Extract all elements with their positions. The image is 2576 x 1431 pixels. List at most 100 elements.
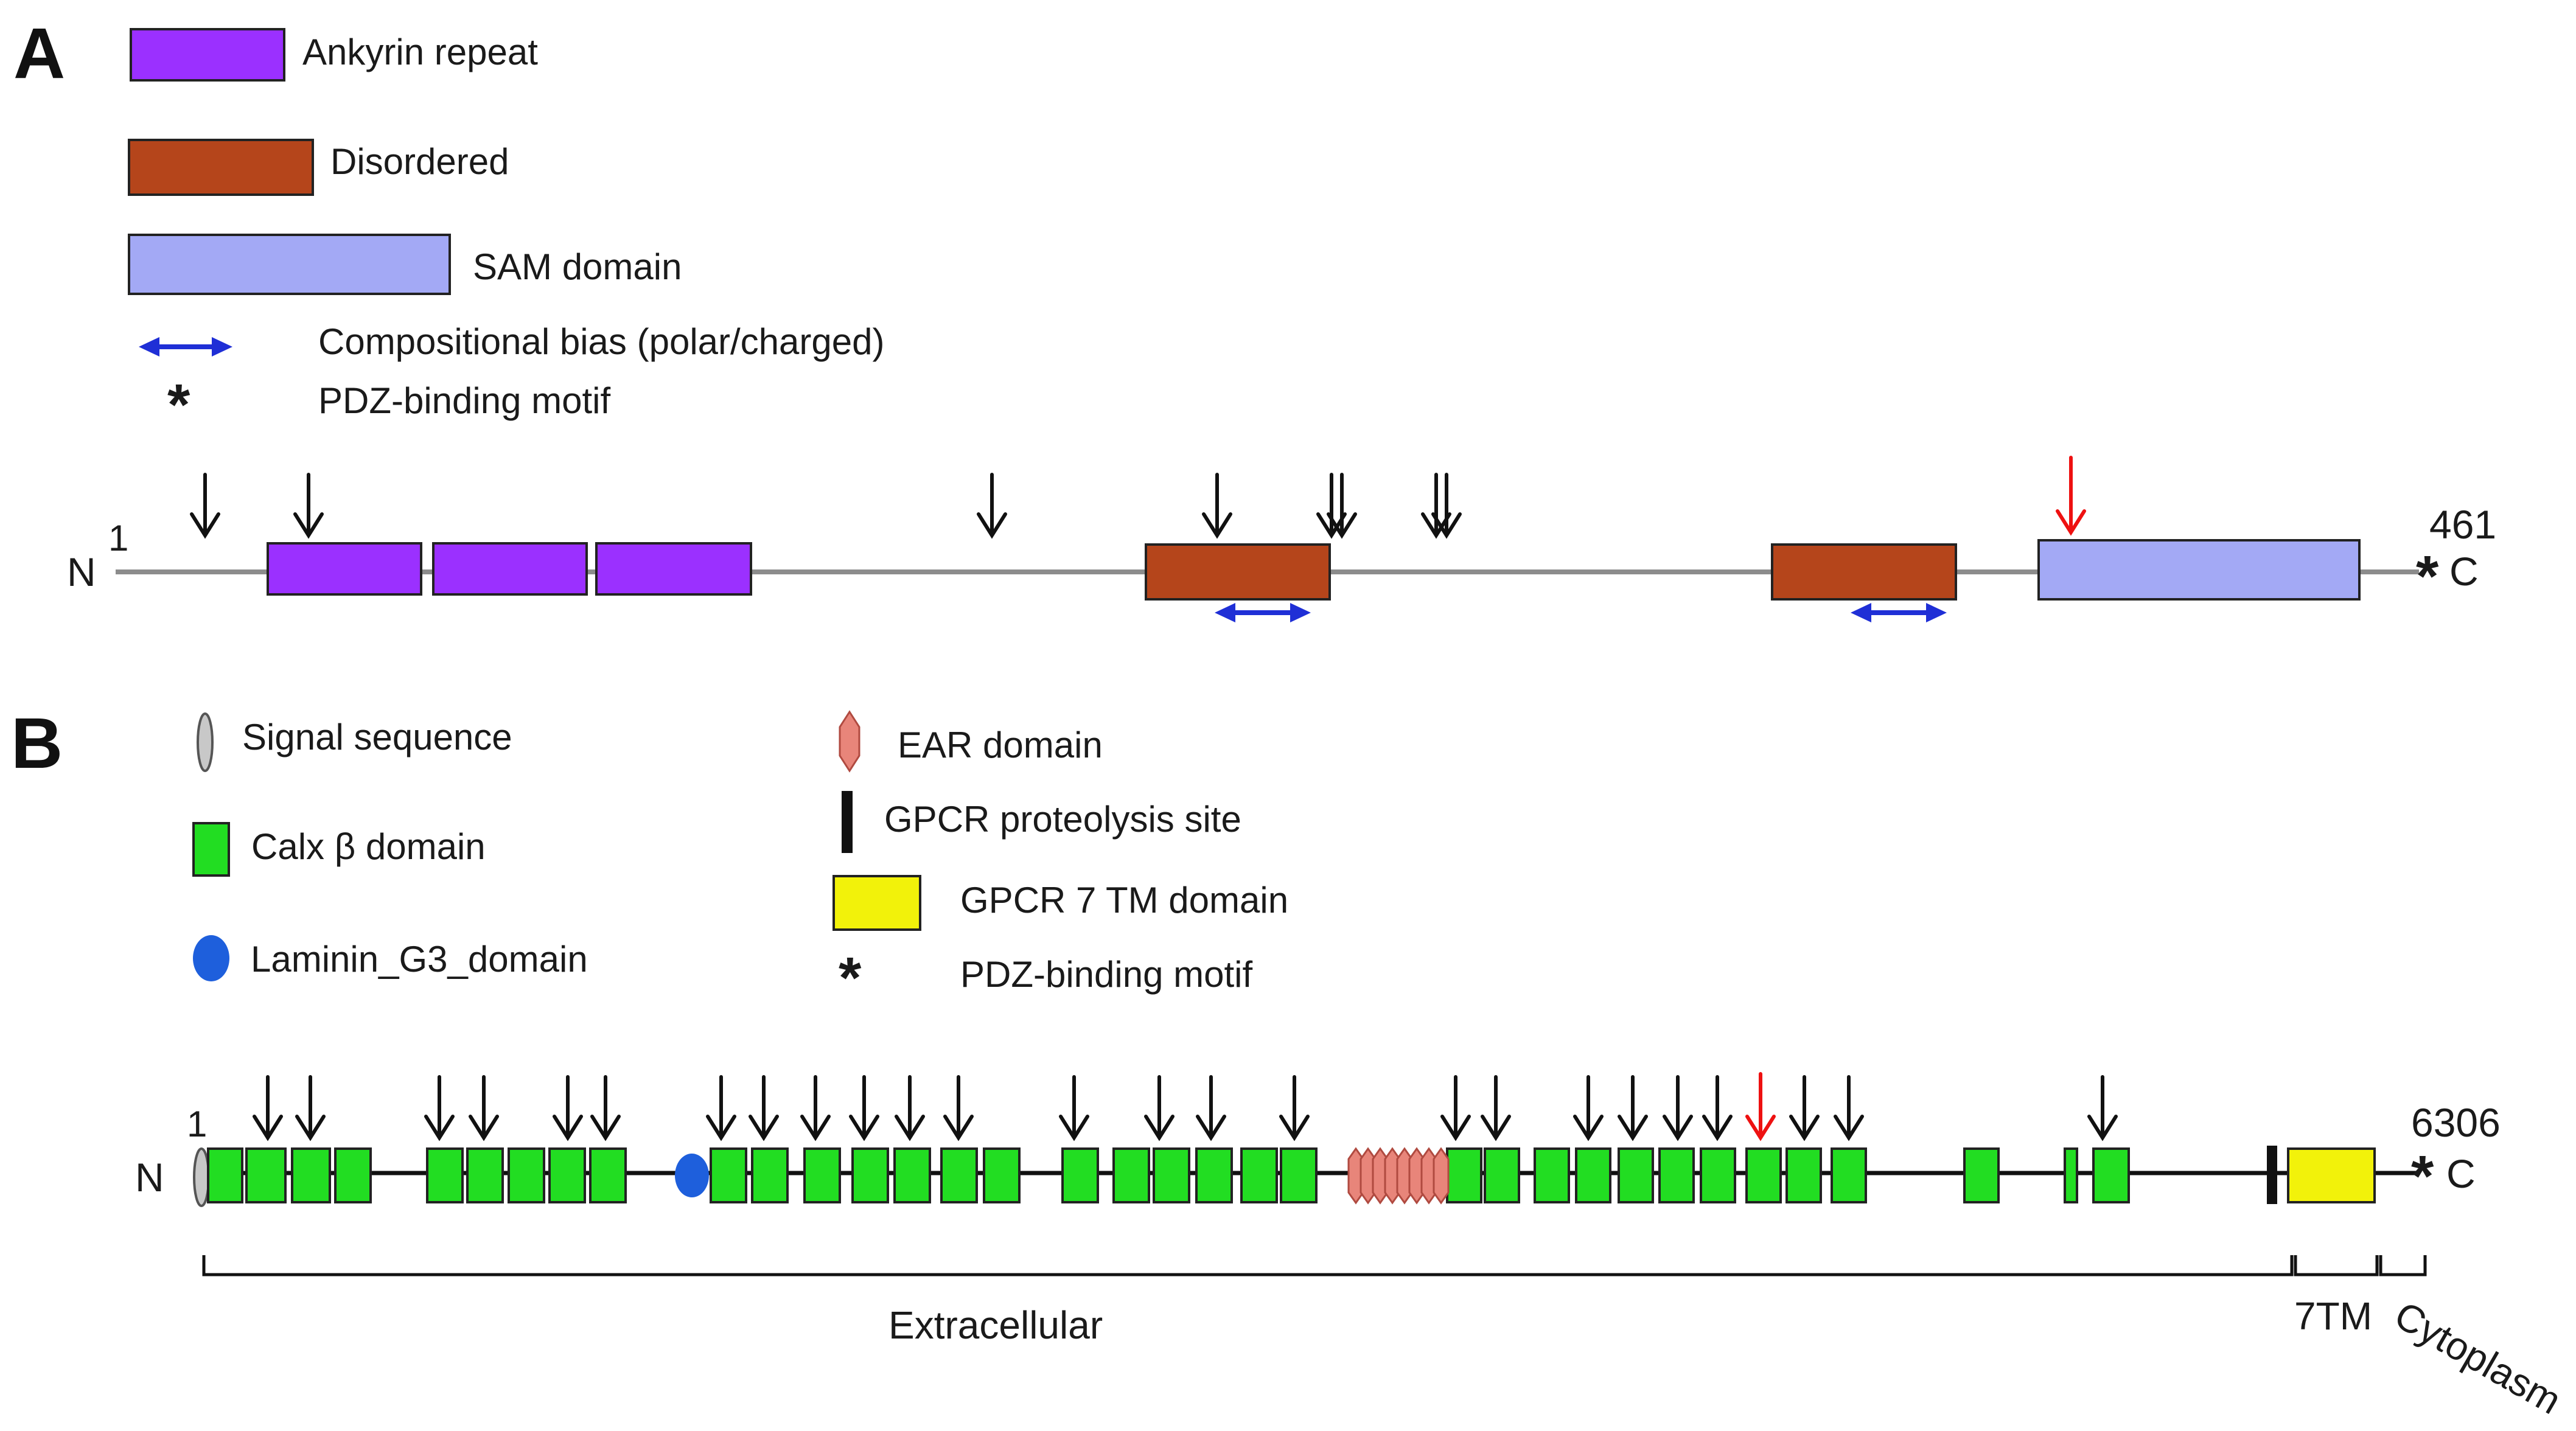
calx-beta-domain — [1484, 1147, 1520, 1203]
ankyrin-repeat-1 — [267, 542, 422, 596]
site-arrow — [293, 473, 324, 539]
panel-b-site-arrows — [253, 1075, 2118, 1141]
calx-beta-domain — [851, 1147, 889, 1203]
calx-beta-domain — [893, 1147, 931, 1203]
ear-domains — [1347, 1147, 1450, 1205]
disordered-legend-swatch — [128, 139, 314, 196]
sam-legend-label: SAM domain — [473, 246, 682, 287]
calx-beta-domain — [245, 1147, 287, 1203]
cytoplasm-label: Cytoplasm — [2387, 1293, 2569, 1423]
disordered-legend-label: Disordered — [330, 141, 509, 182]
protein-a-n-label: N — [67, 549, 96, 594]
ankyrin-legend-swatch — [130, 28, 285, 82]
site-arrow — [1834, 1075, 1864, 1141]
site-arrow — [1440, 1075, 1471, 1141]
tm-label: 7TM — [2294, 1294, 2372, 1338]
calx-beta-domain — [1195, 1147, 1233, 1203]
site-arrow — [1573, 1075, 1604, 1141]
panel-b-letter: B — [11, 703, 63, 784]
extracellular-label: Extracellular — [888, 1303, 1103, 1347]
gpcr-7tm-domain — [2287, 1147, 2376, 1203]
site-arrow — [1196, 1075, 1226, 1141]
protein-a-pdz-asterisk: * — [2416, 544, 2439, 609]
highlight-site-arrow — [2056, 456, 2086, 536]
gpcr-site-legend-label: GPCR proteolysis site — [884, 799, 1241, 840]
site-arrow — [1144, 1075, 1175, 1141]
extracellular-bracket — [202, 1255, 2294, 1276]
signal-legend-symbol — [197, 712, 214, 772]
site-arrow — [706, 1075, 736, 1141]
ankyrin-legend-label: Ankyrin repeat — [302, 32, 538, 72]
calx-beta-domain — [1153, 1147, 1190, 1203]
panel-a-legend: Ankyrin repeat Disordered SAM domain Com… — [128, 28, 884, 437]
calx-beta-domain — [1240, 1147, 1278, 1203]
site-arrow — [977, 473, 1007, 539]
site-arrow — [1618, 1075, 1648, 1141]
site-arrow — [1327, 473, 1357, 539]
gpcr-proteolysis-site — [2267, 1146, 2277, 1204]
site-arrow — [424, 1075, 455, 1141]
calx-beta-domain — [1658, 1147, 1695, 1203]
site-arrow — [553, 1075, 583, 1141]
panel-a-protein: N 1 461 * C — [67, 456, 2496, 622]
sam-legend-swatch — [128, 234, 451, 295]
calx-beta-domain — [803, 1147, 841, 1203]
protein-b-n-label: N — [135, 1155, 164, 1200]
site-arrow — [1663, 1075, 1693, 1141]
bias-arrow-2 — [1851, 603, 1947, 622]
site-arrow — [295, 1075, 326, 1141]
panel-b-legend: Signal sequence Calx β domain Laminin_G3… — [192, 710, 1288, 1011]
highlight-site-arrow-b — [1745, 1072, 1776, 1141]
gpcr-7tm-legend-label: GPCR 7 TM domain — [960, 880, 1288, 921]
calx-beta-domain — [1446, 1147, 1482, 1203]
bias-legend-arrow — [139, 337, 232, 357]
pdz-legend-b-symbol: * — [839, 945, 862, 1011]
ear-legend-symbol — [839, 710, 860, 773]
protein-a-c-label: C — [2449, 549, 2479, 594]
site-arrow — [1702, 1075, 1733, 1141]
protein-a-start: 1 — [108, 518, 128, 559]
site-arrow — [943, 1075, 974, 1141]
pdz-legend-label: PDZ-binding motif — [318, 380, 611, 421]
laminin-legend-label: Laminin_G3_domain — [251, 939, 588, 980]
calx-beta-domain — [2064, 1147, 2078, 1203]
panel-a-site-arrows — [190, 473, 1462, 539]
calx-beta-domain — [291, 1147, 331, 1203]
site-arrow — [749, 1075, 779, 1141]
calx-beta-domain — [710, 1147, 747, 1203]
protein-b-start: 1 — [187, 1104, 207, 1144]
ankyrin-repeat-3 — [595, 542, 752, 596]
calx-legend-label: Calx β domain — [251, 826, 486, 867]
calx-beta-domain — [1618, 1147, 1654, 1203]
protein-b-pdz-asterisk: * — [2411, 1144, 2434, 1209]
calx-legend-swatch — [192, 822, 230, 877]
cytoplasm-bracket — [2379, 1255, 2427, 1276]
site-arrow — [190, 473, 220, 539]
calx-beta-domain — [1575, 1147, 1611, 1203]
site-arrow — [1789, 1075, 1820, 1141]
signal-sequence — [193, 1147, 210, 1207]
site-arrow — [1059, 1075, 1089, 1141]
protein-b-c-label: C — [2446, 1151, 2476, 1196]
calx-beta-domain — [940, 1147, 978, 1203]
calx-beta-domain — [2092, 1147, 2130, 1203]
calx-beta-domain — [1061, 1147, 1099, 1203]
laminin-g3-domain — [675, 1154, 709, 1197]
site-arrow — [1431, 473, 1462, 539]
calx-beta-domain — [589, 1147, 627, 1203]
site-arrow — [1202, 473, 1232, 539]
calx-domains — [207, 1147, 2130, 1203]
calx-beta-domain — [334, 1147, 372, 1203]
site-arrow — [590, 1075, 621, 1141]
site-arrow — [1481, 1075, 1511, 1141]
calx-beta-domain — [426, 1147, 464, 1203]
site-arrow — [469, 1075, 499, 1141]
calx-beta-domain — [1745, 1147, 1782, 1203]
calx-beta-domain — [1963, 1147, 2000, 1203]
ankyrin-repeat-2 — [432, 542, 588, 596]
site-arrow — [895, 1075, 925, 1141]
calx-beta-domain — [1831, 1147, 1867, 1203]
site-arrow — [800, 1075, 831, 1141]
site-arrow — [2087, 1075, 2118, 1141]
calx-beta-domain — [1280, 1147, 1318, 1203]
